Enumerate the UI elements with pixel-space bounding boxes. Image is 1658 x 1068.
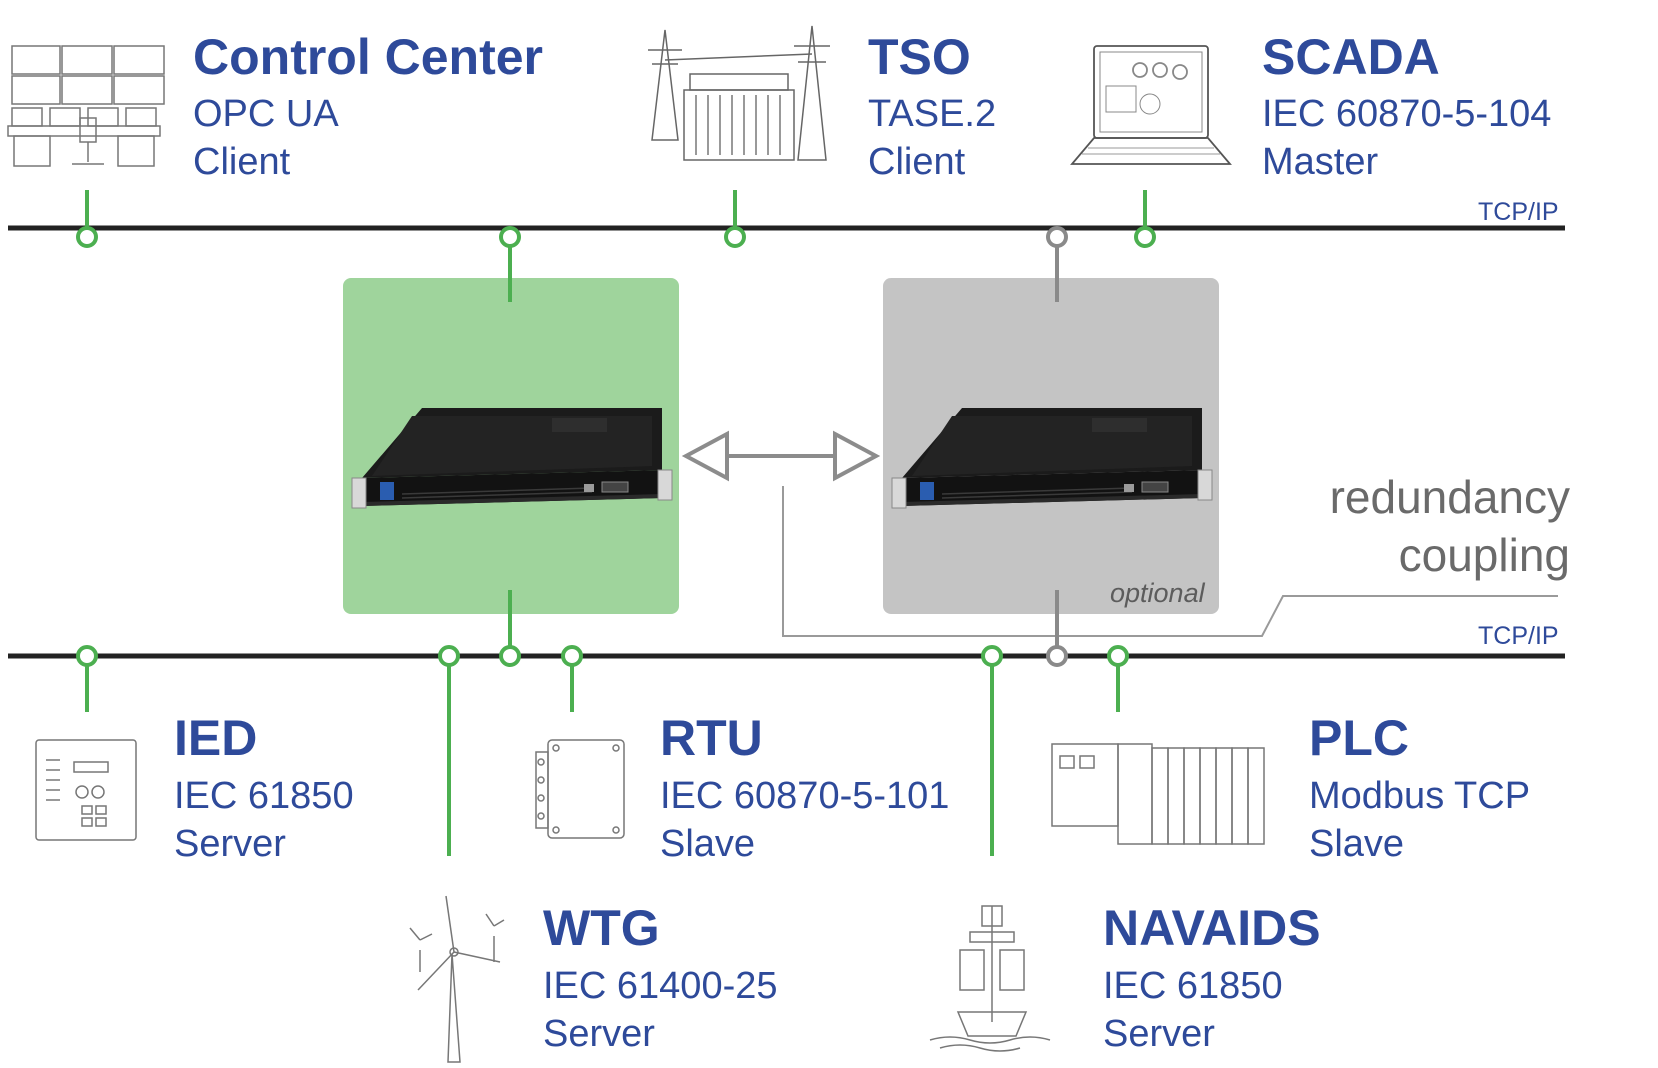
rtu-box-icon (535, 739, 625, 839)
navaids-protocol: IEC 61850 Server (1103, 962, 1283, 1058)
plc-rack-icon (1051, 743, 1265, 845)
upper-network-label: TCP/IP (1478, 198, 1559, 226)
control-center-line2: Client (193, 141, 291, 183)
tso-line2: Client (868, 141, 966, 183)
plc-line2: Slave (1309, 823, 1405, 865)
redundancy-line1: redundancy (1329, 471, 1570, 523)
scada-line1: IEC 60870-5-104 (1262, 93, 1552, 135)
scada-line2: Master (1262, 141, 1379, 183)
redundant-gateway-upper-node (1046, 226, 1068, 248)
tso-title: TSO (868, 29, 971, 85)
control-center-node (76, 226, 98, 248)
control-room-icon (7, 45, 165, 167)
optional-label: optional (1110, 578, 1205, 608)
plc-title: PLC (1309, 710, 1409, 766)
ied-protocol: IEC 61850 Server (174, 772, 354, 868)
redundancy-coupling-label: redundancy coupling (1330, 468, 1570, 584)
redundant-gateway-lower-node (1046, 645, 1068, 667)
ied-line1: IEC 61850 (174, 775, 354, 817)
wtg-protocol: IEC 61400-25 Server (543, 962, 778, 1058)
laptop-icon (1070, 45, 1232, 165)
wtg-line2: Server (543, 1013, 655, 1055)
navaids-title: NAVAIDS (1103, 900, 1321, 956)
plc-protocol: Modbus TCP Slave (1309, 772, 1530, 868)
navaids-line2: Server (1103, 1013, 1215, 1055)
rtu-line1: IEC 60870-5-101 (660, 775, 950, 817)
scada-title: SCADA (1262, 29, 1440, 85)
redundancy-coupling-line (782, 486, 1558, 637)
control-center-protocol: OPC UA Client (193, 90, 339, 186)
primary-gateway-lower-node (499, 645, 521, 667)
rtu-line2: Slave (660, 823, 756, 865)
rtu-node (561, 645, 583, 667)
substation-icon (648, 25, 830, 161)
navaids-node (981, 645, 1003, 667)
tso-protocol: TASE.2 Client (868, 90, 996, 186)
buoy-icon (929, 905, 1051, 1052)
scada-protocol: IEC 60870-5-104 Master (1262, 90, 1551, 186)
tso-line1: TASE.2 (868, 93, 997, 135)
ied-title: IED (174, 710, 258, 766)
ied-line2: Server (174, 823, 286, 865)
redundancy-arrow (681, 430, 881, 482)
control-center-title: Control Center (193, 29, 543, 85)
wtg-line1: IEC 61400-25 (543, 965, 778, 1007)
navaids-line1: IEC 61850 (1103, 965, 1283, 1007)
plc-line1: Modbus TCP (1309, 775, 1531, 817)
ied-node (76, 645, 98, 667)
rtu-protocol: IEC 60870-5-101 Slave (660, 772, 949, 868)
primary-gateway-upper-node (499, 226, 521, 248)
tso-node (724, 226, 746, 248)
wind-turbine-icon (409, 895, 505, 1063)
wtg-node (438, 645, 460, 667)
wtg-title: WTG (543, 900, 660, 956)
control-center-line1: OPC UA (193, 93, 339, 135)
rtu-title: RTU (660, 710, 763, 766)
redundancy-line2: coupling (1398, 529, 1570, 581)
protection-relay-icon (35, 739, 137, 841)
plc-node (1107, 645, 1129, 667)
lower-network-label: TCP/IP (1478, 622, 1559, 650)
scada-node (1134, 226, 1156, 248)
